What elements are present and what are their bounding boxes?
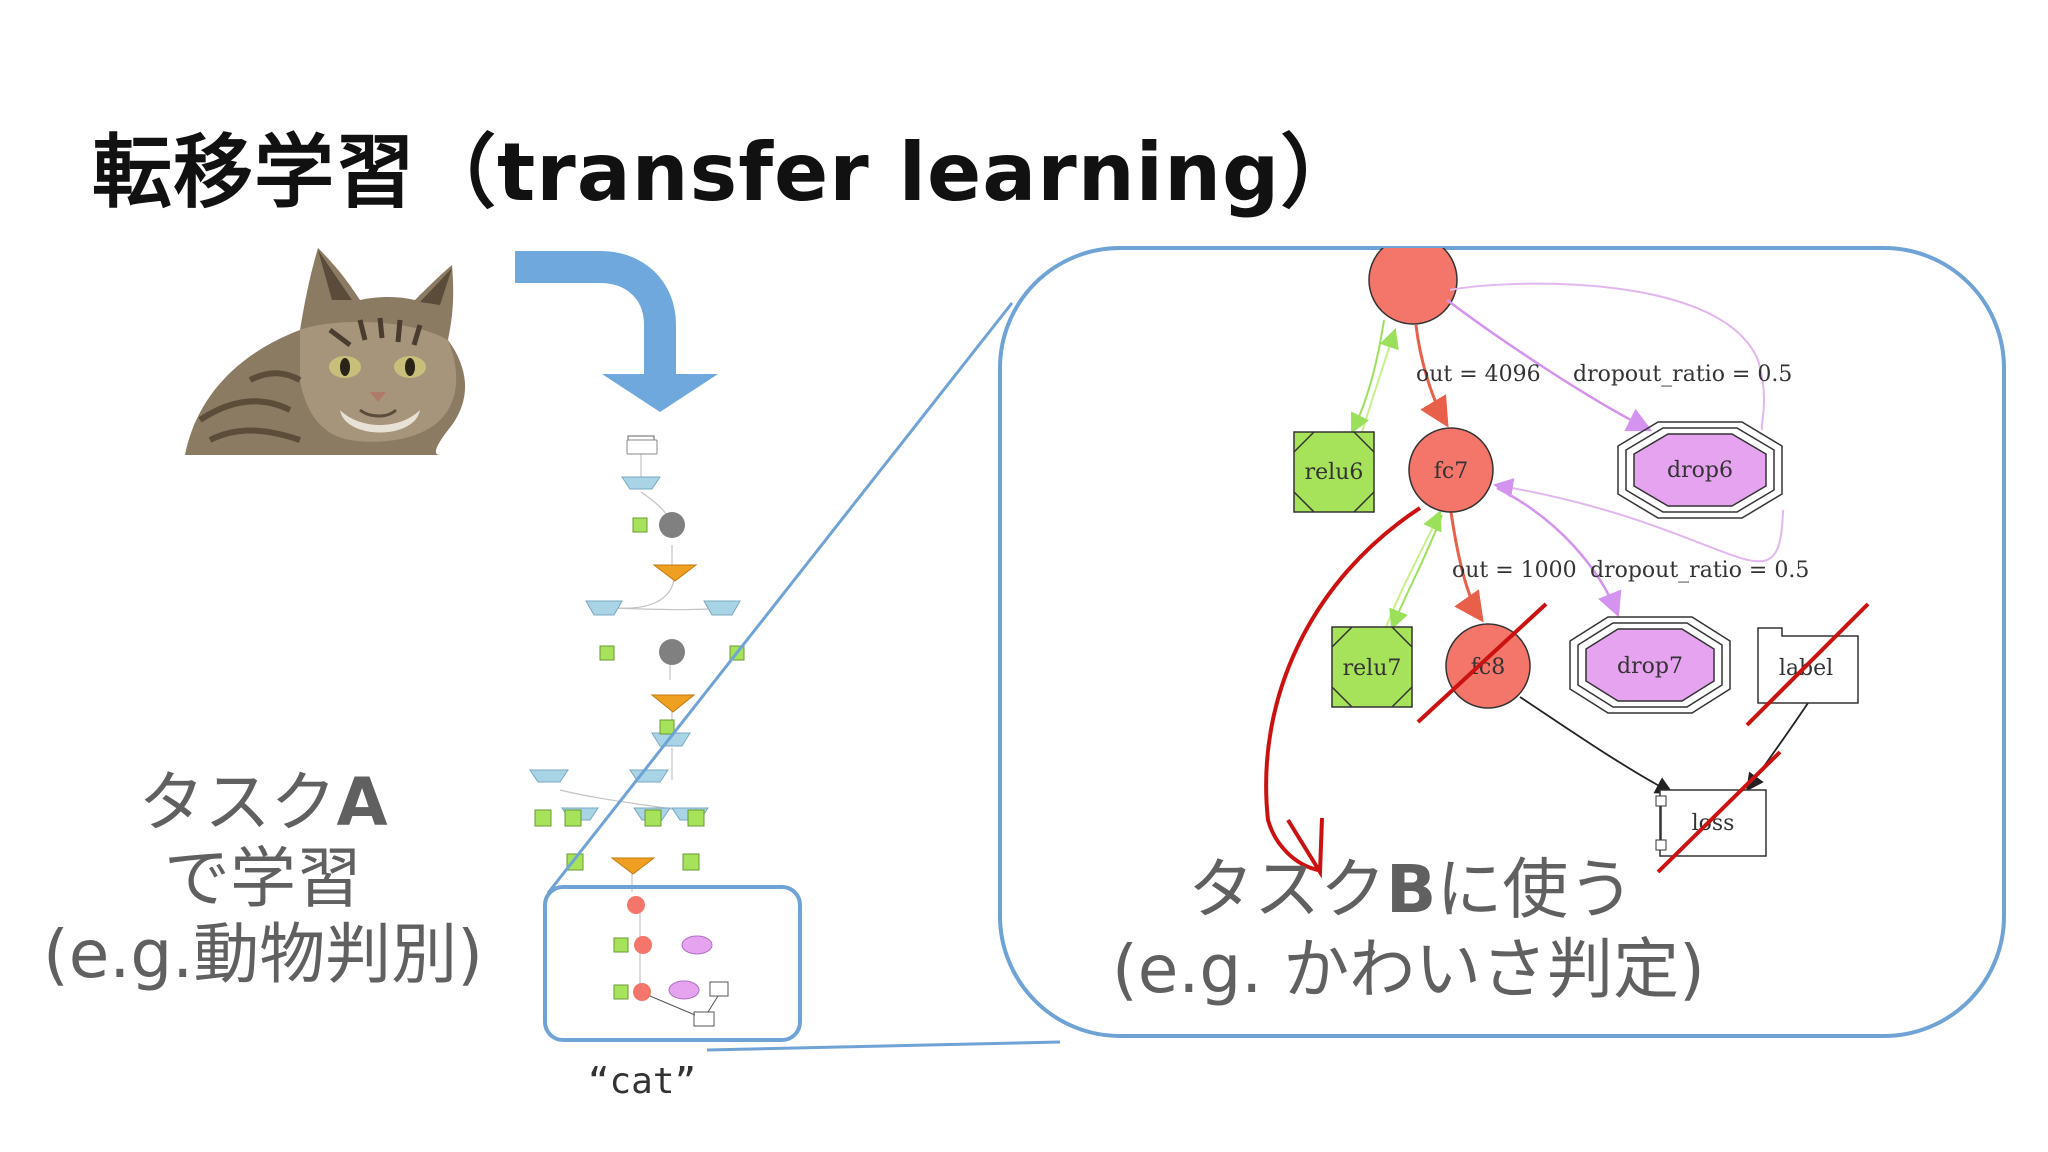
drop6-node bbox=[1617, 421, 1783, 519]
fc7-node bbox=[1408, 427, 1494, 513]
fc6-node bbox=[1368, 248, 1458, 325]
slide-title: 転移学習（transfer learning） bbox=[92, 126, 1362, 219]
fc8-node bbox=[1445, 623, 1531, 709]
output-label: “cat” bbox=[588, 1061, 696, 1102]
thumbnail-highlight-box bbox=[543, 885, 802, 1042]
zoom-line-bottom bbox=[706, 1040, 1061, 1052]
relu7-label: relu7 bbox=[1343, 656, 1402, 681]
loss-node bbox=[1659, 789, 1767, 857]
process-arrow-icon bbox=[515, 251, 718, 412]
relu6-node bbox=[1293, 431, 1375, 513]
task-a-line2: で学習 bbox=[164, 839, 362, 917]
task-b-caption: タスクBに使う (e.g. かわいさ判定) bbox=[1090, 852, 1770, 1008]
edge-label-out-4096: out = 4096 bbox=[1416, 362, 1541, 387]
cross-fc8 bbox=[1416, 602, 1548, 724]
relu7-node bbox=[1331, 626, 1413, 708]
task-a-line1: タスクA bbox=[138, 764, 388, 841]
edge-label-dropout-1: dropout_ratio = 0.5 bbox=[1573, 362, 1792, 387]
edge-label-out-1000: out = 1000 bbox=[1452, 558, 1577, 583]
drop7-label: drop7 bbox=[1617, 654, 1683, 679]
task-b-line1: タスクBに使う bbox=[1188, 851, 1635, 928]
task-b-line2: (e.g. かわいさ判定) bbox=[1112, 930, 1705, 1008]
cat-photo bbox=[185, 248, 466, 455]
drop7-node bbox=[1569, 616, 1731, 714]
cross-label bbox=[1745, 602, 1870, 727]
task-a-line3: (e.g.動物判別) bbox=[43, 915, 483, 993]
zoom-graph: relu6 fc7 drop6 relu7 fc8 drop7 label lo… bbox=[1264, 248, 1870, 879]
relu6-label: relu6 bbox=[1305, 460, 1364, 485]
edge-label-dropout-2: dropout_ratio = 0.5 bbox=[1590, 558, 1809, 583]
full-network-thumbnail bbox=[529, 435, 745, 1027]
cross-loss bbox=[1656, 750, 1782, 874]
reuse-arrow bbox=[1264, 506, 1422, 872]
task-a-caption: タスクA で学習 (e.g.動物判別) bbox=[18, 765, 508, 993]
zoom-line-top bbox=[546, 302, 1014, 894]
drop6-label: drop6 bbox=[1667, 458, 1733, 483]
fc7-label: fc7 bbox=[1434, 459, 1468, 484]
